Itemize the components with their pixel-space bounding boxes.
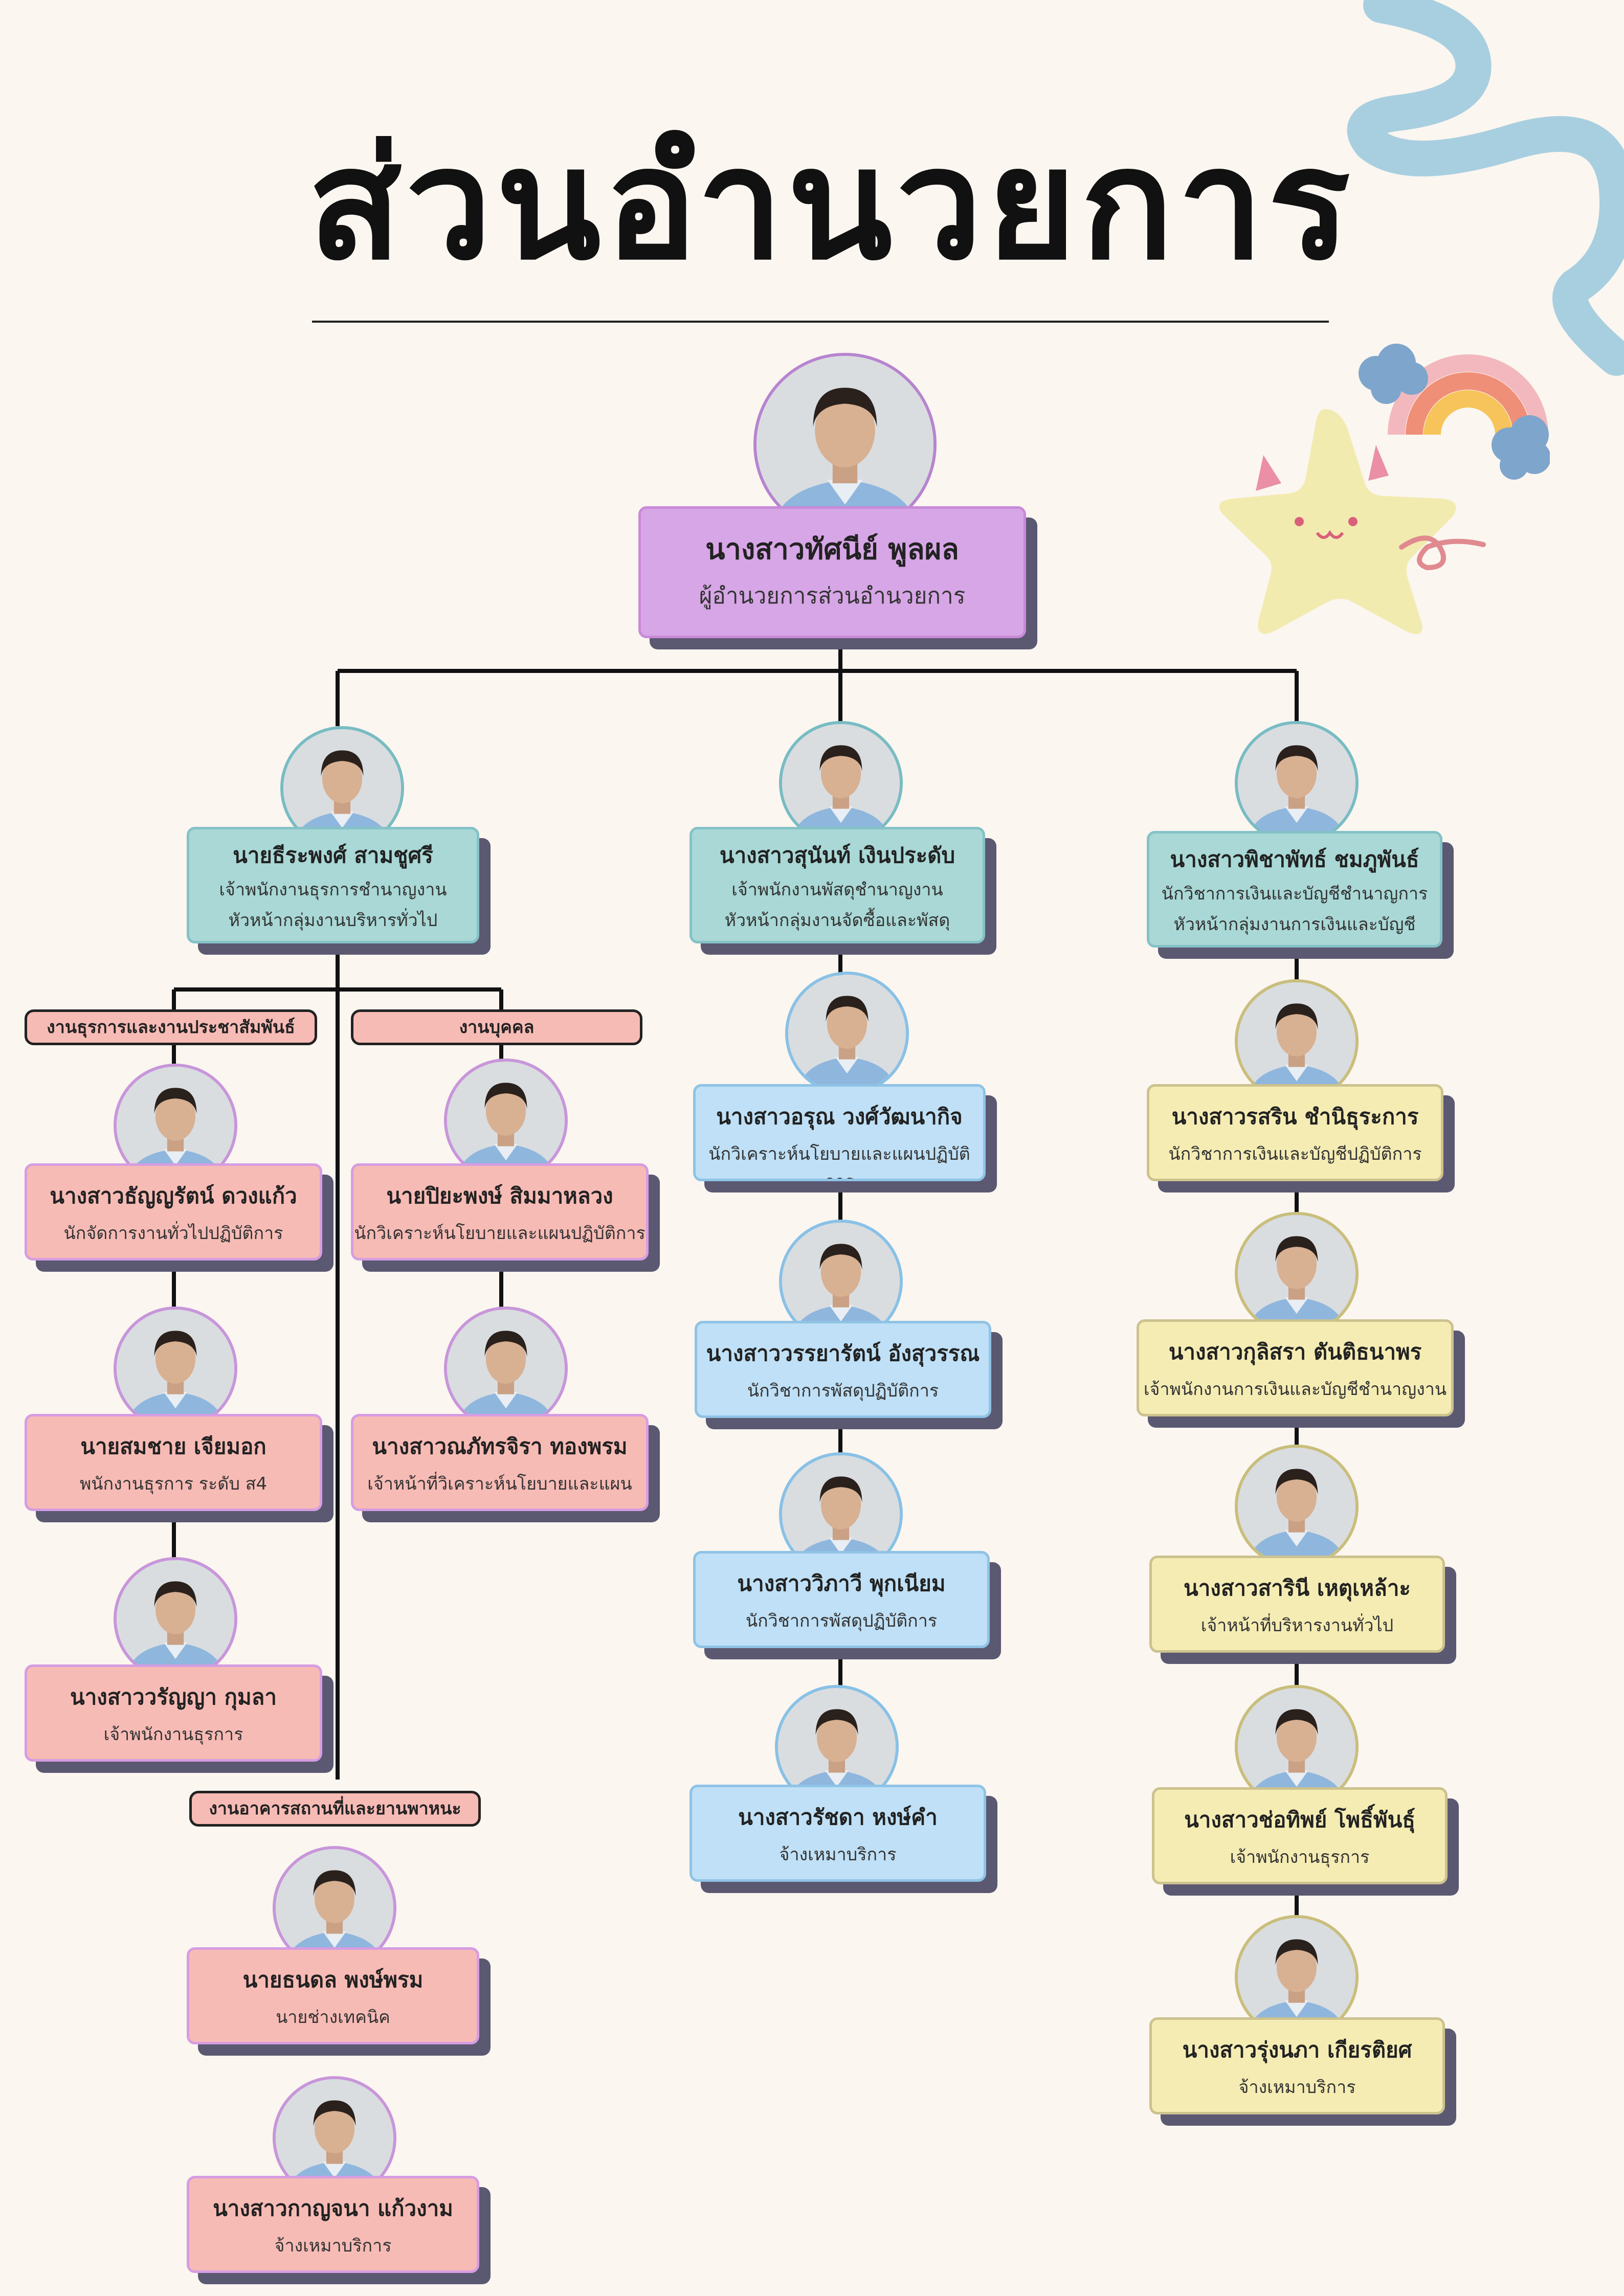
person-name: นางสาวธัญญรัตน์ ดวงแก้ว xyxy=(50,1183,297,1208)
avatar xyxy=(785,972,909,1095)
person-role: เจ้าพนักงานธุรการ xyxy=(1230,1847,1370,1867)
person-role: ผู้อำนวยการส่วนอำนวยการ xyxy=(699,583,966,609)
avatar xyxy=(779,721,903,845)
head-card-procurement: นางสาวสุนันท์ เงินประดับ เจ้าพนักงานพัสด… xyxy=(689,827,985,943)
staff-card: นางสาวอรุณ วงศ์วัฒนากิจ นักวิเคราะห์นโยบ… xyxy=(693,1084,986,1181)
avatar xyxy=(114,1557,237,1681)
person-role-secondary: หัวหน้ากลุ่มงานการเงินและบัญชี xyxy=(1173,914,1416,935)
person-role: พนักงานธุรการ ระดับ ส4 xyxy=(79,1474,268,1494)
person-role-secondary: หัวหน้ากลุ่มงานจัดซื้อและพัสดุ xyxy=(724,910,950,931)
person-name: นางสาวทัศนีย์ พูลผล xyxy=(705,533,959,566)
person-role: นายช่างเทคนิค xyxy=(276,2007,390,2028)
staff-card: นางสาวช่อทิพย์ โพธิ์พันธุ์ เจ้าพนักงานธุ… xyxy=(1152,1787,1448,1884)
person-role: นักวิเคราะห์นโยบายและแผนปฏิบัติการ xyxy=(708,1144,970,1179)
person-name: นางสาวสารินี เหตุเหล้าะ xyxy=(1184,1575,1411,1601)
ribbon-squiggle-icon xyxy=(1347,0,1624,376)
person-name: นางสาวอรุณ วงศ์วัฒนากิจ xyxy=(716,1104,963,1129)
head-card-general-admin: นายธีระพงศ์ สามชูศรี เจ้าพนักงานธุรการชำ… xyxy=(187,827,479,943)
person-role: จ้างเหมาบริการ xyxy=(1238,2077,1356,2098)
person-name: นางสาววิภาวี พุกเนียม xyxy=(737,1571,946,1596)
person-role: เจ้าพนักงานพัสดุชำนาญงาน xyxy=(731,880,943,900)
person-name: นายธีระพงศ์ สามชูศรี xyxy=(233,843,433,868)
staff-card: นายสมชาย เจียมอก พนักงานธุรการ ระดับ ส4 xyxy=(25,1414,322,1511)
person-role: นักวิชาการพัสดุปฏิบัติการ xyxy=(745,1611,938,1631)
person-role: จ้างเหมาบริการ xyxy=(274,2236,392,2256)
person-name: นางสาวช่อทิพย์ โพธิ์พันธุ์ xyxy=(1184,1807,1415,1832)
person-name: นางสาวกาญจนา แก้วงาม xyxy=(213,2196,453,2221)
person-name: นายสมชาย เจียมอก xyxy=(80,1434,266,1459)
person-name: นางสาวณภัทรจิรา ทองพรม xyxy=(372,1434,628,1459)
rainbow-cloud-icon xyxy=(1359,344,1550,480)
staff-card: นายปิยะพงษ์ สิมมาหลวง นักวิเคราะห์นโยบาย… xyxy=(351,1163,649,1260)
staff-card: นางสาววิภาวี พุกเนียม นักวิชาการพัสดุปฏิ… xyxy=(693,1551,990,1648)
person-role: เจ้าพนักงานการเงินและบัญชีชำนาญงาน xyxy=(1143,1379,1447,1400)
person-role: เจ้าหน้าที่วิเคราะห์นโยบายและแผน xyxy=(367,1474,632,1494)
staff-card: นางสาวรุ่งนภา เกียรติยศ จ้างเหมาบริการ xyxy=(1149,2017,1445,2114)
person-role: จ้างเหมาบริการ xyxy=(779,1844,897,1865)
person-role-secondary: หัวหน้ากลุ่มงานบริหารทั่วไป xyxy=(228,910,438,931)
staff-card: นางสาวรัชดา หงษ์คำ จ้างเหมาบริการ xyxy=(689,1785,986,1882)
staff-card: นางสาววรรยารัตน์ อังสุวรรณ นักวิชาการพัส… xyxy=(695,1321,991,1418)
person-role: เจ้าหน้าที่บริหารงานทั่วไป xyxy=(1200,1615,1394,1636)
staff-card: นางสาวธัญญรัตน์ ดวงแก้ว นักจัดการงานทั่ว… xyxy=(25,1163,322,1260)
person-name: นางสาววรัญญา กุมลา xyxy=(70,1684,277,1709)
page-title: ส่วนอำนวยการ xyxy=(308,115,1354,294)
person-name: นางสาวรัชดา หงษ์คำ xyxy=(738,1805,938,1830)
star-sticker-icon xyxy=(1219,409,1486,634)
person-role: นักวิชาการพัสดุปฏิบัติการ xyxy=(747,1381,939,1401)
group-label-personnel: งานบุคคล xyxy=(351,1009,642,1045)
staff-card: นางสาววรัญญา กุมลา เจ้าพนักงานธุรการ xyxy=(25,1664,322,1762)
avatar xyxy=(444,1307,568,1430)
person-name: นางสาวพิชาพัทธ์ ชมภูพันธ์ xyxy=(1170,847,1419,872)
staff-card: นายธนดล พงษ์พรม นายช่างเทคนิค xyxy=(187,1947,479,2044)
head-card-finance: นางสาวพิชาพัทธ์ ชมภูพันธ์ นักวิชาการเงิน… xyxy=(1147,831,1442,948)
staff-card: นางสาวณภัทรจิรา ทองพรม เจ้าหน้าที่วิเครา… xyxy=(351,1414,649,1511)
person-name: นางสาววรรยารัตน์ อังสุวรรณ xyxy=(706,1341,980,1366)
group-label-facilities: งานอาคารสถานที่และยานพาหนะ xyxy=(189,1791,481,1827)
staff-card: นางสาวกาญจนา แก้วงาม จ้างเหมาบริการ xyxy=(187,2176,479,2273)
person-role: นักวิชาการเงินและบัญชีปฏิบัติการ xyxy=(1168,1144,1422,1164)
person-role: เจ้าพนักงานธุรการชำนาญงาน xyxy=(219,880,447,900)
staff-card: นางสาวกุลิสรา ตันติธนาพร เจ้าพนักงานการเ… xyxy=(1137,1319,1454,1416)
director-card: นางสาวทัศนีย์ พูลผล ผู้อำนวยการส่วนอำนวย… xyxy=(638,506,1026,638)
person-name: นางสาวรสริน ชำนิธุระการ xyxy=(1171,1104,1419,1129)
person-name: นางสาวรุ่งนภา เกียรติยศ xyxy=(1182,2037,1412,2062)
avatar xyxy=(1235,1212,1359,1336)
staff-card: นางสาวรสริน ชำนิธุระการ นักวิชาการเงินแล… xyxy=(1147,1084,1443,1181)
person-role: นักวิชาการเงินและบัญชีชำนาญการ xyxy=(1161,884,1428,904)
avatar xyxy=(1235,1445,1359,1568)
title-underline xyxy=(312,321,1329,323)
person-role: นักจัดการงานทั่วไปปฏิบัติการ xyxy=(63,1223,283,1244)
avatar xyxy=(114,1307,237,1430)
group-label-general-affairs: งานธุรการและงานประชาสัมพันธ์ xyxy=(25,1009,317,1045)
person-role: เจ้าพนักงานธุรการ xyxy=(103,1724,243,1745)
person-name: นางสาวสุนันท์ เงินประดับ xyxy=(719,843,955,868)
person-name: นายธนดล พงษ์พรม xyxy=(242,1967,424,1992)
staff-card: นางสาวสารินี เหตุเหล้าะ เจ้าหน้าที่บริหา… xyxy=(1149,1556,1445,1653)
person-role: นักวิเคราะห์นโยบายและแผนปฏิบัติการ xyxy=(354,1223,646,1244)
avatar xyxy=(1235,721,1359,845)
person-name: นายปิยะพงษ์ สิมมาหลวง xyxy=(386,1183,613,1208)
person-name: นางสาวกุลิสรา ตันติธนาพร xyxy=(1168,1339,1422,1364)
